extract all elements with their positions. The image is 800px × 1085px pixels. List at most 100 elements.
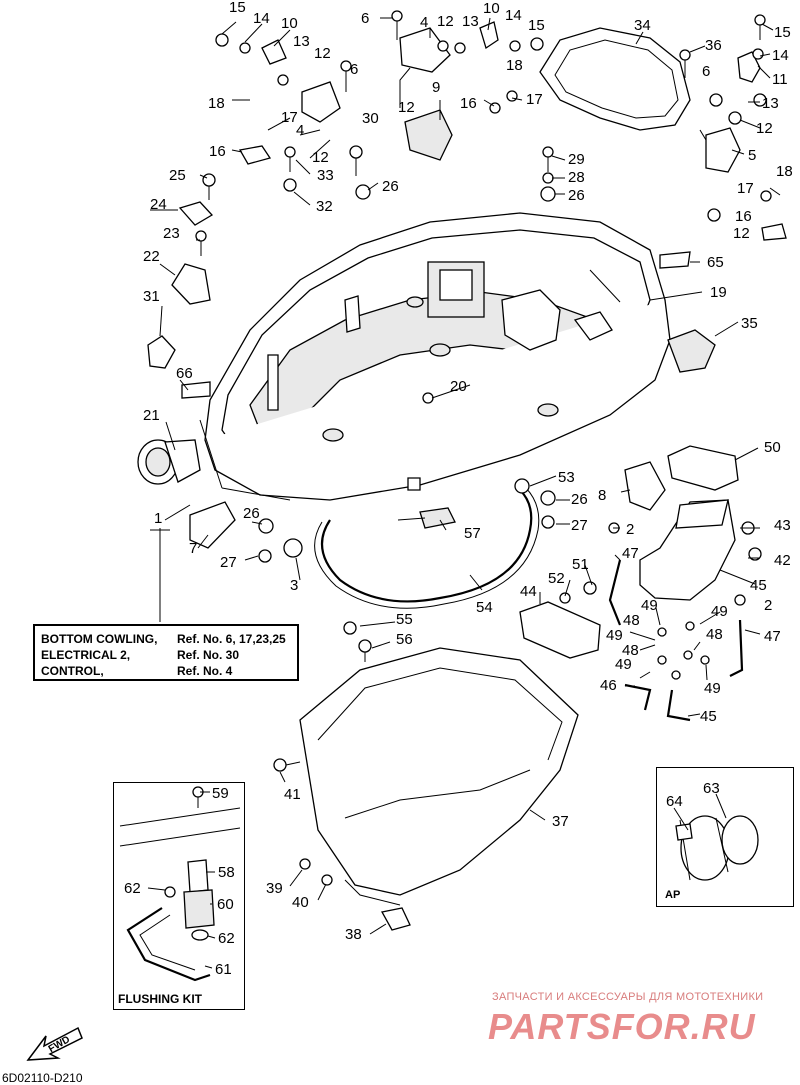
callout-25: 25 — [169, 167, 186, 184]
callout-18: 18 — [208, 95, 225, 112]
callout-26: 26 — [568, 187, 585, 204]
reference-row: CONTROL, Ref. No. 4 — [41, 663, 291, 679]
reference-name: CONTROL, — [41, 664, 104, 678]
callout-46: 46 — [600, 677, 617, 694]
cover-plate-drawing — [539, 27, 691, 131]
callout-15: 15 — [774, 24, 791, 41]
callout-26: 26 — [571, 491, 588, 508]
callout-12: 12 — [733, 225, 750, 242]
callout-59: 59 — [212, 785, 229, 802]
reference-box: BOTTOM COWLING, Ref. No. 6, 17,23,25 ELE… — [33, 624, 299, 681]
bottom-cowling-drawing — [199, 212, 671, 501]
callout-16: 16 — [460, 95, 477, 112]
reference-name: BOTTOM COWLING, — [41, 632, 158, 646]
callout-21: 21 — [143, 407, 160, 424]
callout-53: 53 — [558, 469, 575, 486]
callout-52: 52 — [548, 570, 565, 587]
callout-20: 20 — [450, 378, 467, 395]
callout-54: 54 — [476, 599, 493, 616]
callout-47: 47 — [622, 545, 639, 562]
callout-49: 49 — [704, 680, 721, 697]
callout-4: 4 — [296, 122, 304, 139]
flushing-kit-inset — [113, 782, 245, 1010]
fwd-label: FWD — [47, 1034, 72, 1055]
callout-1: 1 — [154, 510, 162, 527]
callout-51: 51 — [572, 556, 589, 573]
callout-49: 49 — [711, 603, 728, 620]
callout-60: 60 — [217, 896, 234, 913]
callout-61: 61 — [215, 961, 232, 978]
callout-14: 14 — [772, 47, 789, 64]
callout-13: 13 — [293, 33, 310, 50]
callout-16: 16 — [209, 143, 226, 160]
reference-row: BOTTOM COWLING, Ref. No. 6, 17,23,25 — [41, 631, 291, 647]
callout-64: 64 — [666, 793, 683, 810]
reference-ref: Ref. No. 6, 17,23,25 — [177, 632, 286, 646]
callout-2: 2 — [626, 521, 634, 538]
leader-lines — [147, 17, 781, 969]
callout-50: 50 — [764, 439, 781, 456]
callout-8: 8 — [598, 487, 606, 504]
callout-23: 23 — [163, 225, 180, 242]
callout-22: 22 — [143, 248, 160, 265]
callout-4: 4 — [420, 14, 428, 31]
reference-name: ELECTRICAL 2, — [41, 648, 131, 662]
callout-40: 40 — [292, 894, 309, 911]
callout-12: 12 — [756, 120, 773, 137]
callout-10: 10 — [281, 15, 298, 32]
callout-24: 24 — [150, 196, 167, 213]
callout-30: 30 — [362, 110, 379, 127]
callout-45: 45 — [750, 577, 767, 594]
catalog-number: 6D02110-D210 — [2, 1071, 83, 1085]
connector-21-drawing — [137, 439, 201, 485]
callout-48: 48 — [622, 642, 639, 659]
callout-47: 47 — [764, 628, 781, 645]
callout-57: 57 — [464, 525, 481, 542]
callout-19: 19 — [710, 284, 727, 301]
callout-26: 26 — [243, 505, 260, 522]
callout-46: 45 — [700, 708, 717, 725]
callout-66: 66 — [176, 365, 193, 382]
callout-13: 13 — [462, 13, 479, 30]
callout-62: 62 — [218, 930, 235, 947]
callout-27: 27 — [571, 517, 588, 534]
callout-5: 5 — [748, 147, 756, 164]
callout-7: 7 — [189, 540, 197, 557]
callout-9: 9 — [432, 79, 440, 96]
callout-49: 49 — [641, 597, 658, 614]
callout-56: 56 — [396, 631, 413, 648]
callout-15: 15 — [528, 17, 545, 34]
ap-clamp-drawing — [675, 815, 759, 881]
ap-inset — [656, 767, 794, 907]
watermark-tagline: ЗАПЧАСТИ И АКСЕССУАРЫ ДЛЯ МОТОТЕХНИКИ — [492, 991, 764, 1003]
callout-38: 38 — [345, 926, 362, 943]
callout-63: 63 — [703, 780, 720, 797]
callout-28: 28 — [568, 169, 585, 186]
callout-3: 3 — [290, 577, 298, 594]
callout-26: 26 — [382, 178, 399, 195]
reference-ref: Ref. No. 4 — [177, 664, 233, 678]
ap-label: AP — [665, 889, 681, 901]
callout-6: 6 — [350, 61, 358, 78]
callout-27: 27 — [220, 554, 237, 571]
callout-62: 62 — [124, 880, 141, 897]
callout-37: 37 — [552, 813, 569, 830]
callout-17: 17 — [281, 109, 298, 126]
callout-31: 31 — [143, 288, 160, 305]
callout-65: 65 — [707, 254, 724, 271]
callout-16: 16 — [735, 208, 752, 225]
callout-14: 14 — [253, 10, 270, 27]
reference-row: ELECTRICAL 2, Ref. No. 30 — [41, 647, 291, 663]
callout-11: 11 — [772, 71, 788, 88]
callout-36: 36 — [705, 37, 722, 54]
callout-44: 44 — [520, 583, 537, 600]
callout-32: 32 — [316, 198, 333, 215]
callout-12: 12 — [437, 13, 454, 30]
callout-6: 6 — [702, 63, 710, 80]
callout-14: 14 — [505, 7, 522, 24]
callout-12: 12 — [398, 99, 415, 116]
fasteners-drawing — [164, 10, 772, 898]
flushing-kit-drawing — [119, 807, 241, 982]
callout-48: 48 — [623, 612, 640, 629]
